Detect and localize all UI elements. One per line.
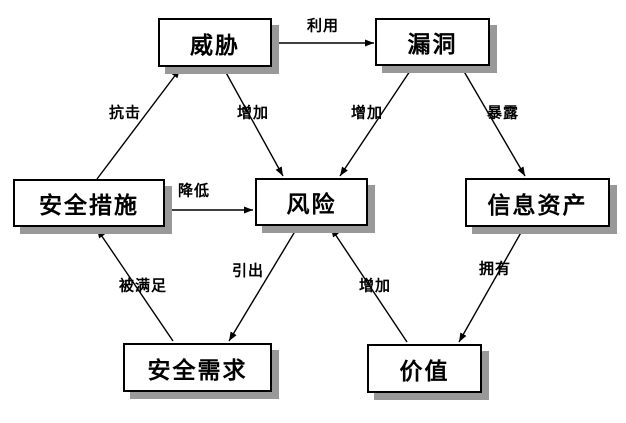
node-information-asset: 信息资产 xyxy=(465,178,610,227)
node-security-requirement: 安全需求 xyxy=(123,343,272,392)
edge-resist-line xyxy=(96,68,181,180)
edge-satisfied-by-line xyxy=(96,228,174,342)
node-threat: 威胁 xyxy=(158,18,272,67)
edge-label-resist: 抗击 xyxy=(108,104,142,122)
edge-derive-line xyxy=(228,227,298,342)
edge-vuln-increase-line xyxy=(339,67,413,177)
edge-own-line xyxy=(458,228,524,343)
node-security-measure: 安全措施 xyxy=(13,179,165,227)
edge-label-reduce: 降低 xyxy=(177,182,211,200)
edge-label-expose: 暴露 xyxy=(486,104,520,122)
edge-label-value-increase: 增加 xyxy=(358,277,392,295)
edge-label-satisfied-by: 被满足 xyxy=(118,277,168,295)
edge-label-own: 拥有 xyxy=(478,260,512,278)
edge-label-threat-increase: 增加 xyxy=(236,104,270,122)
edge-label-vuln-increase: 增加 xyxy=(350,104,384,122)
edge-label-exploit: 利用 xyxy=(306,17,340,35)
node-risk: 风险 xyxy=(255,178,368,226)
edge-expose-line xyxy=(461,67,526,177)
edge-value-increase-line xyxy=(330,227,408,343)
edge-threat-increase-line xyxy=(223,68,284,177)
node-vulnerability: 漏洞 xyxy=(375,18,490,66)
edge-label-derive: 引出 xyxy=(231,262,265,280)
node-value: 价值 xyxy=(367,344,482,393)
